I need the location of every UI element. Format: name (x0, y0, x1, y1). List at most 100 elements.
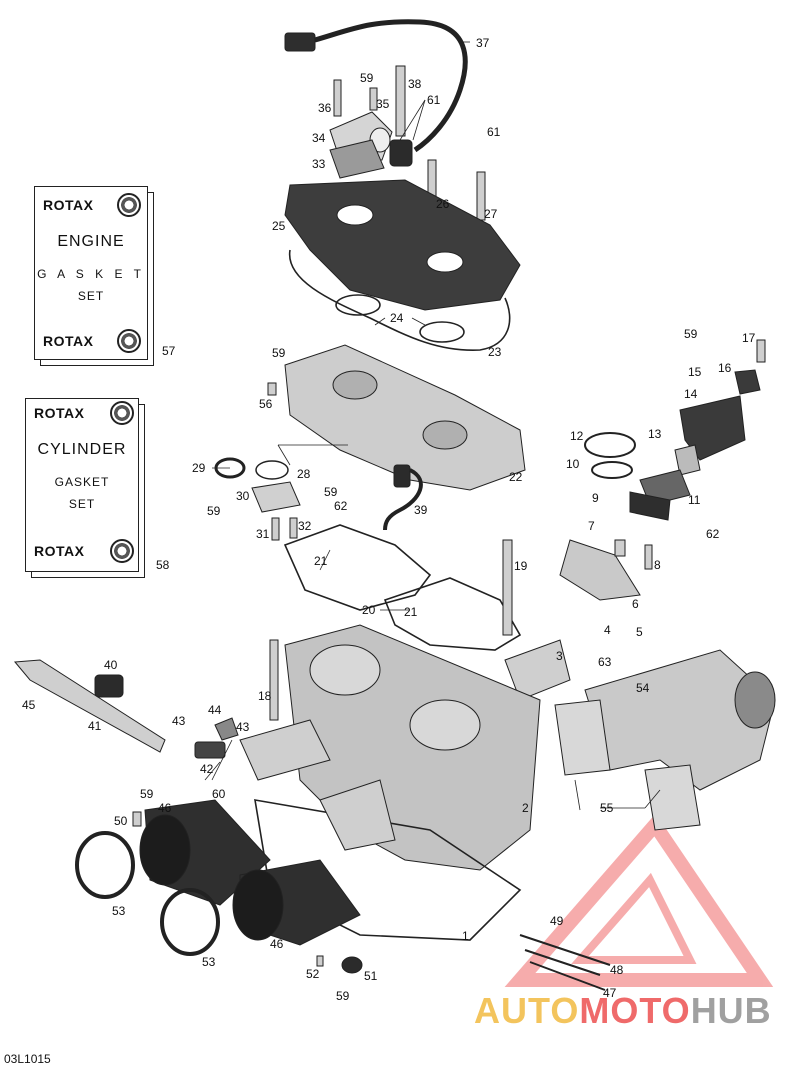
engine-gasket-set-card: ROTAX ENGINE G A S K E T SET ROTAX (34, 186, 148, 360)
part-label: 32 (298, 519, 312, 533)
temperature-sensor (383, 464, 423, 531)
part-label: 1 (462, 929, 469, 943)
part-label: 17 (742, 331, 756, 345)
part-label: 15 (688, 365, 702, 379)
part-label: 44 (208, 703, 222, 717)
part-label: 59 (140, 787, 154, 801)
thermostat-housing (329, 111, 413, 179)
part-label: 18 (258, 689, 272, 703)
kit-subtitle-2: SET (77, 289, 105, 303)
part-label: 39 (414, 503, 428, 517)
part-label: 31 (256, 527, 270, 541)
part-label: 59 (336, 989, 350, 1003)
part-label: 59 (684, 327, 698, 341)
cylinder-gasket-set-card: ROTAX CYLINDER GASKET SET ROTAX (25, 398, 139, 572)
part-label: 28 (297, 467, 311, 481)
part-label: 60 (212, 787, 226, 801)
part-label: 54 (636, 681, 650, 695)
kit-subtitle-2: SET (68, 497, 96, 511)
part-label: 46 (158, 801, 172, 815)
part-label: 50 (114, 814, 128, 828)
part-label: 62 (334, 499, 348, 513)
part-label: 49 (550, 914, 564, 928)
brp-logo-icon (117, 193, 141, 217)
part-label: 59 (360, 71, 374, 85)
part-label: 42 (200, 762, 214, 776)
part-label: 40 (104, 658, 118, 672)
part-label: 38 (408, 77, 422, 91)
part-label: 6 (632, 597, 639, 611)
part-label: 51 (364, 969, 378, 983)
part-label: 56 (259, 397, 273, 411)
head-gasket-lines (288, 249, 511, 351)
part-label: 33 (312, 157, 326, 171)
part-label: 61 (487, 125, 501, 139)
document-code: 03L1015 (4, 1052, 51, 1066)
rotax-brand-text: ROTAX (34, 543, 85, 559)
kit-part-number: 57 (162, 344, 176, 358)
part-label: 12 (570, 429, 584, 443)
intake-adapters (132, 799, 361, 946)
kit-title: CYLINDER (37, 441, 127, 458)
brp-logo-icon (117, 329, 141, 353)
part-label: 48 (610, 963, 624, 977)
kit-title: ENGINE (57, 233, 125, 250)
part-label: 25 (272, 219, 286, 233)
part-label: 37 (476, 36, 490, 50)
part-label: 43 (236, 720, 250, 734)
part-number-labels: 37 59 38 36 35 61 61 34 33 26 27 25 24 2… (22, 36, 756, 1003)
small-gasket-parts (316, 934, 611, 991)
part-label: 59 (272, 346, 286, 360)
part-label: 27 (484, 207, 498, 221)
hose-clamps (75, 831, 220, 956)
part-label: 2 (522, 801, 529, 815)
part-label: 10 (566, 457, 580, 471)
part-label: 29 (192, 461, 206, 475)
part-label: 30 (236, 489, 250, 503)
brp-logo-icon (110, 539, 134, 563)
part-label: 36 (318, 101, 332, 115)
part-label: 26 (436, 197, 450, 211)
part-label: 46 (270, 937, 284, 951)
part-label: 3 (556, 649, 563, 663)
part-label: 16 (718, 361, 732, 375)
part-label: 35 (376, 97, 390, 111)
part-label: 11 (688, 493, 701, 507)
part-label: 22 (509, 470, 523, 484)
exhaust-manifold (554, 649, 776, 831)
part-label: 63 (598, 655, 612, 669)
part-label: 8 (654, 558, 661, 572)
part-label: 45 (22, 698, 36, 712)
part-label: 53 (112, 904, 126, 918)
cylinder-head-cover (284, 179, 521, 311)
part-label: 21 (404, 605, 418, 619)
leader-lines (204, 41, 661, 811)
part-label: 62 (706, 527, 720, 541)
part-label: 23 (488, 345, 502, 359)
kit-subtitle: G A S K E T (37, 267, 145, 281)
part-label: 41 (88, 719, 102, 733)
part-label: 59 (324, 485, 338, 499)
part-label: 61 (427, 93, 441, 107)
kit-part-number: 58 (156, 558, 170, 572)
watermark-text: AUTOMOTOHUB (474, 990, 772, 1032)
cylinder-studs (269, 539, 513, 721)
watermark-part-1: AUTO (474, 990, 580, 1031)
part-label: 9 (592, 491, 599, 505)
cylinder-base-gaskets (283, 524, 522, 651)
part-label: 55 (600, 801, 614, 815)
fuel-rail (13, 659, 166, 753)
part-label: 13 (648, 427, 662, 441)
part-label: 21 (314, 554, 328, 568)
sensor-wire-harness (284, 19, 468, 153)
watermark-part-2: MOTO (579, 990, 691, 1031)
part-label: 24 (390, 311, 404, 325)
brp-logo-icon (110, 401, 134, 425)
kit-subtitle: GASKET (54, 475, 110, 489)
part-label: 47 (603, 986, 617, 1000)
part-label: 19 (514, 559, 528, 573)
part-label: 5 (636, 625, 643, 639)
part-label: 14 (684, 387, 698, 401)
part-label: 52 (306, 967, 320, 981)
